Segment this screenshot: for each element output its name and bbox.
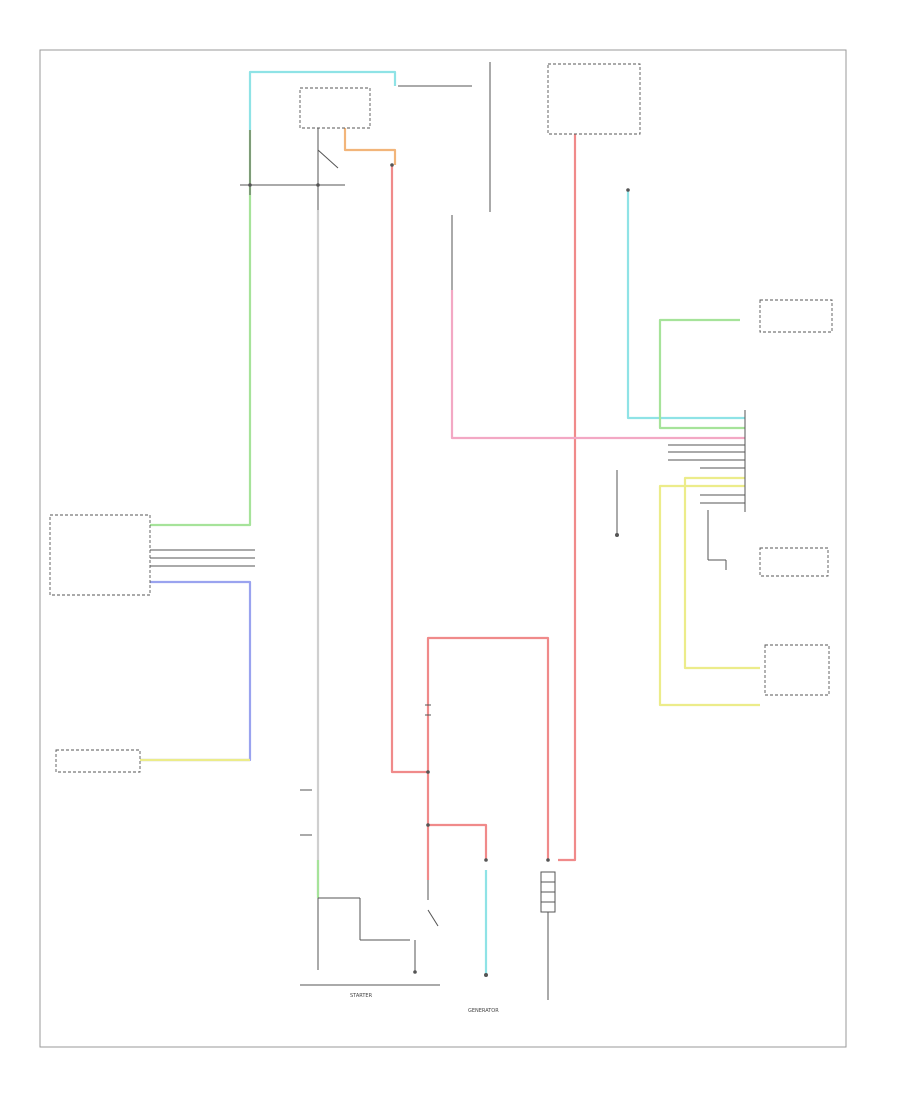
trs-box [55, 749, 141, 773]
ignition-switch-box [299, 87, 371, 129]
ign-switch-blade [317, 149, 339, 169]
left-connector-box [764, 644, 830, 696]
splice-dots [248, 163, 630, 977]
starter-switch [427, 909, 439, 927]
splice-dot [316, 183, 320, 187]
diagram-frame [39, 49, 847, 1048]
ground-dot-right [615, 533, 619, 537]
wire-cyan-right [626, 190, 745, 420]
splice-dot [390, 163, 394, 167]
label-generator: GENERATOR [468, 1008, 499, 1014]
wire-red-battery [426, 636, 550, 880]
wire-green-left [150, 130, 252, 527]
splice-dot [413, 970, 417, 974]
pcm-box [49, 514, 151, 596]
splice-dot [426, 770, 430, 774]
wire-blue-left [140, 580, 252, 762]
fuse-box-top [547, 63, 641, 135]
labels: STARTER GENERATOR [350, 993, 499, 1014]
wire-red-center [390, 165, 428, 774]
wire-yellow-right-1 [683, 476, 760, 670]
wire-cyan-top [248, 70, 397, 130]
wire-green-right [658, 318, 745, 430]
wire-red-right [558, 68, 630, 862]
black-wiring [150, 62, 746, 1000]
splice-dot [546, 858, 550, 862]
wire-red-fuse-loop [428, 823, 488, 860]
wire-group [140, 68, 760, 975]
splice-dot [426, 823, 430, 827]
component-boxes [49, 63, 833, 773]
ecm-upper-box [759, 299, 833, 333]
label-starter: STARTER [350, 993, 373, 999]
splice-dot [248, 183, 252, 187]
splice-dot [484, 858, 488, 862]
right-connector-box [759, 547, 829, 577]
splice-dot [626, 188, 630, 192]
wire-yellow-right-2 [658, 484, 760, 707]
wire-pink [450, 290, 745, 440]
splice-dot [484, 973, 488, 977]
